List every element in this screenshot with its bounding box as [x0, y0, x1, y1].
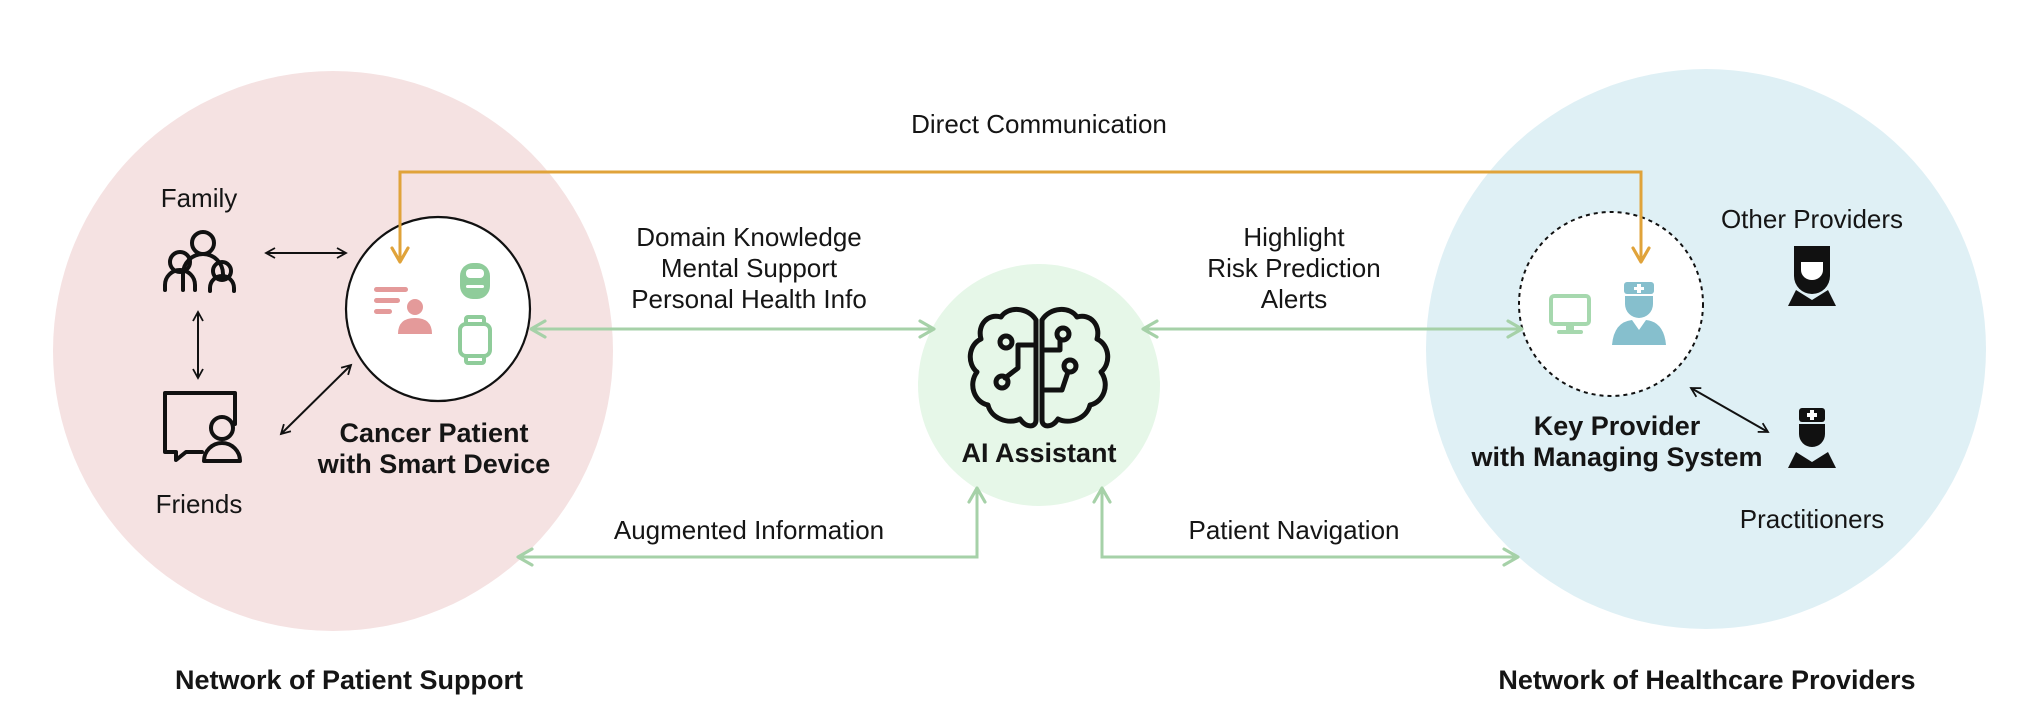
other-providers-label: Other Providers [1721, 204, 1903, 234]
computer-monitor-icon [1549, 294, 1591, 334]
augmented-information-arrow [516, 486, 987, 567]
augmented-information-label: Augmented Information [614, 515, 884, 545]
ai-provider-label-line1: Highlight [1243, 222, 1345, 252]
patient-navigation-label: Patient Navigation [1188, 515, 1399, 545]
brain-circuit-icon [967, 307, 1111, 429]
healthcare-provider-network [1426, 69, 1986, 629]
patient-ai-label-line2: Mental Support [661, 253, 838, 283]
ai-provider-label-line2: Risk Prediction [1207, 253, 1380, 283]
family-label: Family [161, 183, 238, 213]
patient-support-network [53, 71, 613, 631]
key-provider-label-line1: Key Provider [1534, 411, 1701, 441]
patient-node[interactable] [344, 215, 532, 403]
key-provider-label-line2: with Managing System [1470, 442, 1762, 472]
friends-label: Friends [156, 489, 243, 519]
patient-ai-label-line3: Personal Health Info [631, 284, 867, 314]
key-provider-node[interactable] [1518, 211, 1704, 397]
direct-communication-label: Direct Communication [911, 109, 1167, 139]
patient-record-icon [374, 287, 432, 334]
patient-label-line1: Cancer Patient [339, 418, 528, 448]
key-provider-practitioners-arrow [1689, 387, 1770, 433]
practitioners-label: Practitioners [1740, 504, 1885, 534]
patient-ai-label-line1: Domain Knowledge [636, 222, 861, 252]
ai-provider-label-line3: Alerts [1261, 284, 1327, 314]
smartwatch-icon [458, 315, 492, 365]
friends-icon [163, 391, 242, 463]
smart-band-icon [460, 263, 490, 299]
ai-assistant-label: AI Assistant [961, 438, 1116, 468]
direct-communication-arrow [390, 170, 1651, 264]
ai-assistant-circle [918, 264, 1160, 506]
other-provider-icon [1788, 246, 1836, 306]
friends-patient-arrow [279, 363, 353, 436]
patient-navigation-arrow [1092, 486, 1520, 567]
healthcare-providers-network-title: Network of Healthcare Providers [1498, 665, 1915, 695]
doctor-icon [1612, 282, 1666, 345]
patient-support-network-title: Network of Patient Support [175, 665, 523, 695]
family-icon [163, 230, 236, 293]
practitioner-icon [1788, 408, 1836, 468]
patient-label-line2: with Smart Device [317, 449, 551, 479]
